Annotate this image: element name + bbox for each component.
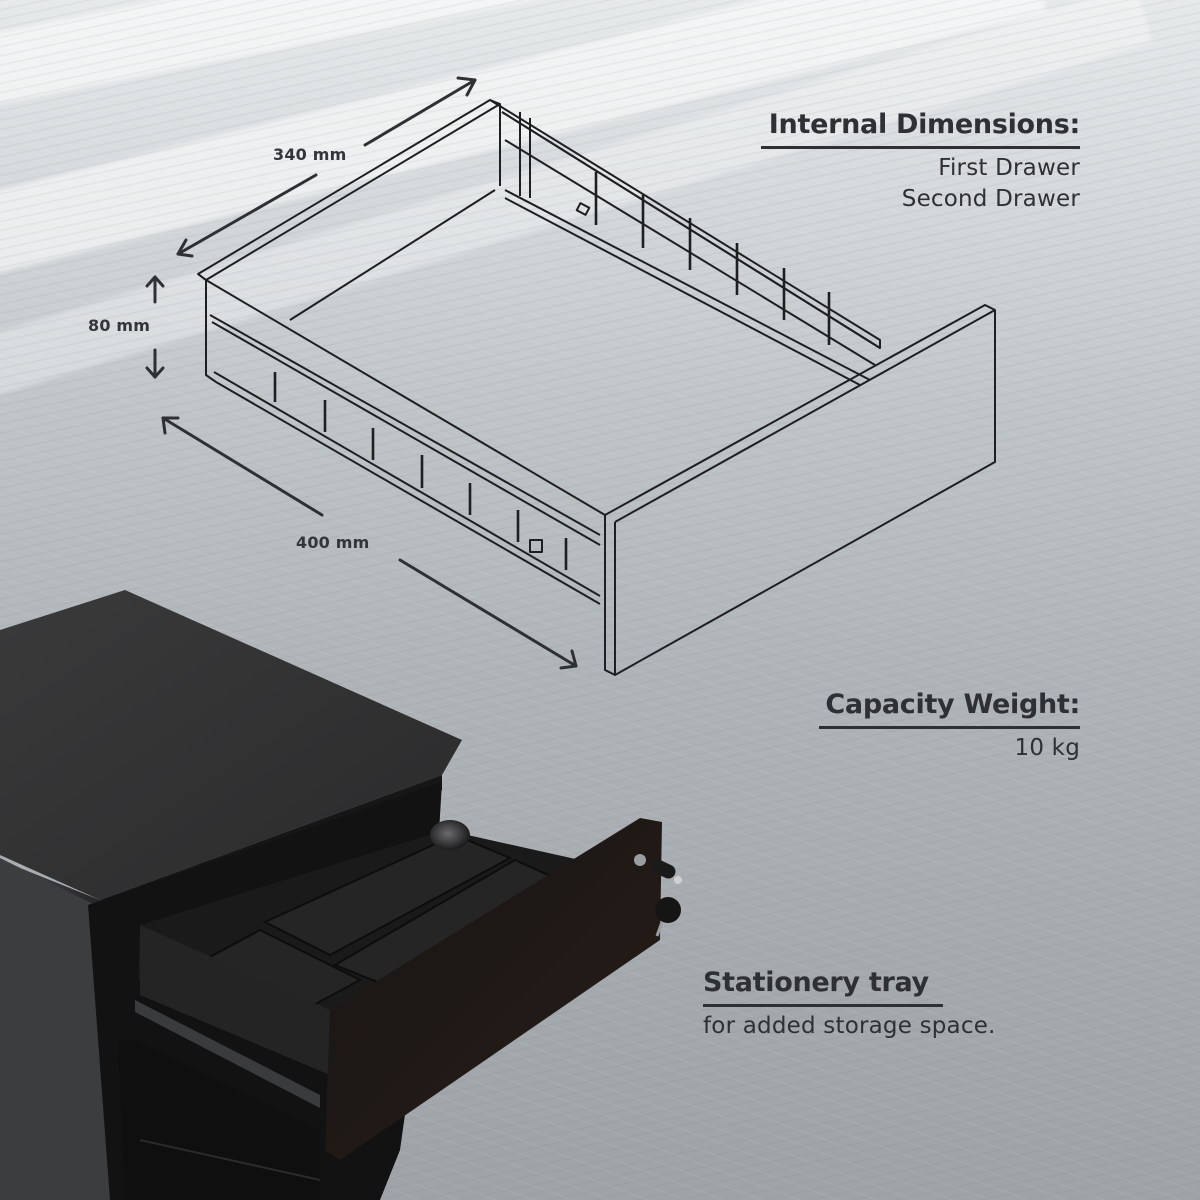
depth-dimension-label: 400 mm <box>296 533 370 552</box>
drawer-front <box>325 818 662 1160</box>
tray-cup-holder <box>430 820 470 850</box>
stationery-tray-block: Stationery tray for added storage space. <box>703 968 1123 1042</box>
width-dimension-label: 340 mm <box>273 145 347 164</box>
second-drawer-line: Second Drawer <box>901 185 1080 212</box>
height-dimension-label: 80 mm <box>88 316 151 335</box>
capacity-weight-block: Capacity Weight: 10 kg <box>680 690 1080 764</box>
stationery-tray <box>192 833 573 1017</box>
capacity-weight-title: Capacity Weight: <box>819 690 1080 729</box>
internal-dimensions-title: Internal Dimensions: <box>760 110 1080 149</box>
key <box>655 897 681 923</box>
internal-dimensions-block: Internal Dimensions: First Drawer Second… <box>660 110 1080 215</box>
stationery-tray-description: for added storage space. <box>703 1012 996 1039</box>
first-drawer-line: First Drawer <box>938 154 1080 181</box>
stationery-tray-title: Stationery tray <box>703 968 943 1007</box>
capacity-weight-value: 10 kg <box>1014 734 1080 761</box>
dimension-arrows <box>145 76 578 670</box>
drawer-lock <box>634 854 682 937</box>
cabinet-top <box>0 590 462 900</box>
